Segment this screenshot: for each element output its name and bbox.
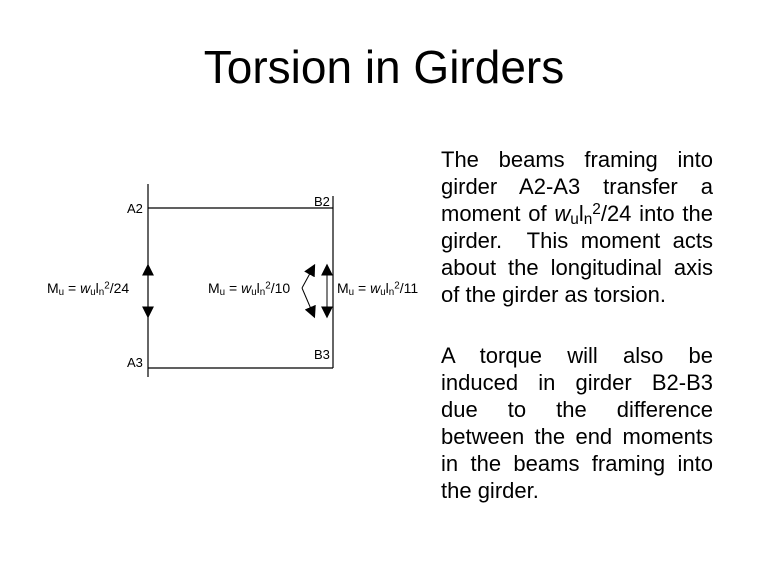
moment-label-left: Mu = wuln2/24 [47,280,130,298]
node-label-b3: B3 [314,347,330,362]
torsion-arrow-middle-up [301,263,316,289]
p1-text-before: The beams framing into girder A2-A3 tran… [441,147,713,226]
p1-text-after: into the girder. This moment acts about … [441,201,714,307]
body-text: The beams framing into girder A2-A3 tran… [441,146,713,538]
node-label-b2: B2 [314,194,330,209]
torsion-arrow-middle-down [301,287,316,319]
slide-title: Torsion in Girders [203,41,565,93]
node-label-a2: A2 [127,201,143,216]
p1-inline-formula: wuln2/24 [554,201,632,229]
node-label-a3: A3 [127,355,143,370]
moment-label-middle: Mu = wuln2/10 [208,280,291,298]
paragraph-1: The beams framing into girder A2-A3 tran… [441,146,713,308]
paragraph-2: A torque will also be induced in girder … [441,343,713,503]
moment-label-right: Mu = wuln2/11 [337,280,419,298]
